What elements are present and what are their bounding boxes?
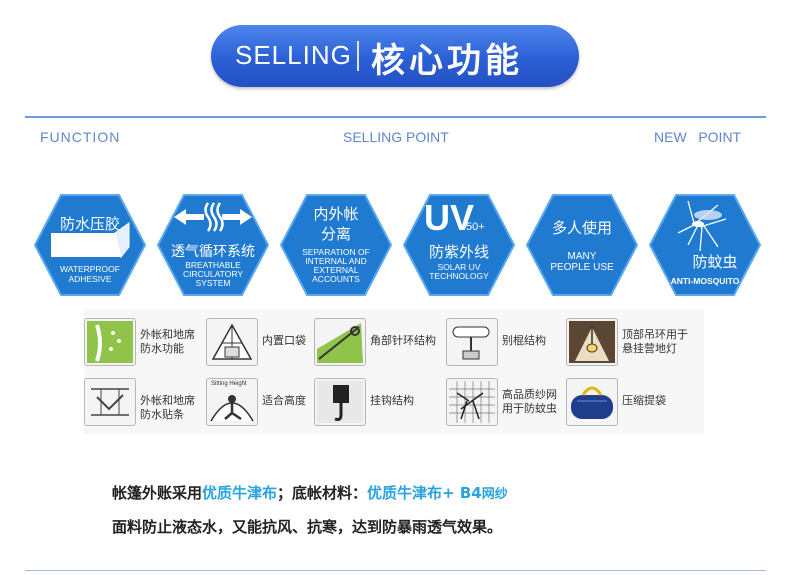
hexagon-shape-icon: [279, 194, 393, 296]
carry-bag-icon: [566, 378, 618, 426]
header-function: FUNCTION: [40, 129, 121, 145]
hexagon-shape-icon: [33, 194, 147, 296]
hex-sub: ANTI-MOSQUITO: [670, 276, 740, 286]
seam-tape-icon: [84, 378, 136, 426]
description-line-1: 帐篷外账采用优质牛津布；底帐材料：优质牛津布+ B4网纱: [112, 482, 508, 503]
feature-label: 高品质纱网: [502, 388, 557, 401]
hexagon-shape-icon: [525, 194, 639, 296]
feature-label: 角部针环结构: [370, 334, 436, 347]
feature-label: 顶部吊环用于: [622, 328, 688, 341]
header-selling-point: SELLING POINT: [343, 129, 449, 145]
desc-highlight: 优质牛津布+ B4: [367, 484, 482, 502]
hex-title: 防紫外线: [428, 243, 489, 261]
hex-title: 内外帐: [313, 205, 359, 223]
hex-title: 多人使用: [551, 219, 612, 237]
header-new-point: NEW POINT: [654, 129, 742, 145]
sitting-height-caption: Sitting Height: [211, 381, 247, 387]
hex-breathable-system: 透气循环系统 BREATHABLE CIRCULATORY SYSTEM: [156, 193, 270, 297]
desc-text: ；底帐材料：: [277, 484, 368, 502]
desc-highlight: 优质牛津布: [202, 484, 278, 502]
feature-label: 防水功能: [140, 342, 184, 355]
hex-sub: SEPARATION OF: [302, 247, 370, 257]
feature-label: 外帐和地席: [140, 394, 195, 407]
feature-label: 适合高度: [262, 394, 306, 407]
hex-sub: SOLAR UV: [437, 262, 481, 272]
uv-label: UV: [424, 197, 475, 238]
feature-label: 内置口袋: [262, 334, 306, 347]
feature-label: 用于防蚊虫: [502, 402, 557, 415]
hex-title: 防蚊虫: [692, 253, 738, 271]
hex-anti-mosquito: 防蚊虫 ANTI-MOSQUITO: [648, 193, 762, 297]
hex-sub: CIRCULATORY: [183, 269, 243, 279]
hex-many-people: 多人使用 MANY PEOPLE USE: [525, 193, 639, 297]
feature-label: 压缩提袋: [622, 394, 666, 407]
hex-sub: BREATHABLE: [185, 260, 241, 270]
hex-sub: TECHNOLOGY: [429, 271, 489, 281]
hex-title: 分离: [320, 225, 351, 243]
mosquito-net-icon: [446, 378, 498, 426]
feature-label: 悬挂营地灯: [622, 342, 677, 355]
hex-separation: 内外帐 分离 SEPARATION OF INTERNAL AND EXTERN…: [279, 193, 393, 297]
hex-title: 透气循环系统: [171, 244, 255, 260]
hex-sub: MANY: [567, 251, 597, 262]
hex-waterproof-adhesive: 防水压胶 WATERPROOF ADHESIVE: [33, 193, 147, 297]
uv-rating: 50+: [466, 221, 485, 233]
corner-ring-icon: [314, 318, 366, 366]
banner-english-title: SELLING: [235, 40, 352, 70]
selling-banner: SELLING 核心功能: [211, 25, 579, 87]
hex-sub: ACCOUNTS: [312, 274, 360, 284]
feature-label: 别棍结构: [502, 334, 546, 347]
hex-sub: SYSTEM: [195, 278, 231, 288]
hex-sub: WATERPROOF: [60, 264, 120, 274]
feature-label: 外帐和地席: [140, 328, 195, 341]
banner-separator: [357, 41, 359, 71]
description-line-2: 面料防止液态水，又能抗风、抗寒，达到防暴雨透气效果。: [112, 518, 503, 536]
bottom-divider: [25, 570, 766, 571]
top-divider: [25, 116, 766, 118]
hex-sub: ADHESIVE: [68, 274, 112, 284]
hexagon-shape-icon: [402, 194, 516, 296]
hexagon-shape-icon: [156, 194, 270, 296]
feature-label: 挂钩结构: [370, 394, 414, 407]
top-hook-lamp-icon: [566, 318, 618, 366]
hex-sub: PEOPLE USE: [550, 262, 614, 273]
tent-pocket-icon: [206, 318, 258, 366]
hex-sub: INTERNAL AND: [305, 256, 367, 266]
hook-structure-icon: [314, 378, 366, 426]
sitting-height-icon: Sitting Height: [206, 378, 258, 426]
desc-highlight: 网纱: [481, 487, 508, 502]
desc-text: 帐篷外账采用: [112, 484, 203, 502]
hex-title: 防水压胶: [59, 215, 120, 233]
hexagon-shape-icon: [648, 194, 762, 296]
pole-clip-icon: [446, 318, 498, 366]
banner-chinese-title: 核心功能: [371, 41, 523, 81]
feature-label: 防水贴条: [140, 408, 184, 421]
hex-sub: EXTERNAL: [313, 265, 359, 275]
hex-uv-protection: UV 50+ 防紫外线 SOLAR UV TECHNOLOGY: [402, 193, 516, 297]
waterproof-fabric-icon: [84, 318, 136, 366]
hex-feature-row: 防水压胶 WATERPROOF ADHESIVE 透气循环系统 BREATHAB…: [33, 193, 773, 303]
